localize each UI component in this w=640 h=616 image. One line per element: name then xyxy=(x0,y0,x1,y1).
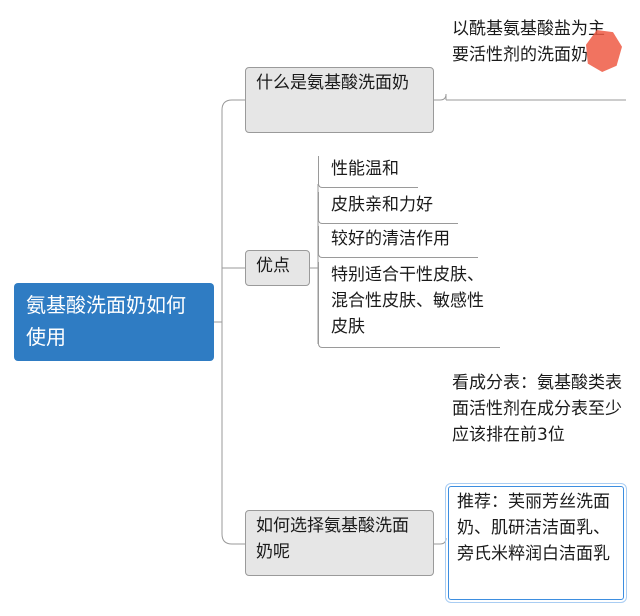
branch-label: 什么是氨基酸洗面奶 xyxy=(256,73,409,93)
branch-advantages[interactable]: 优点 xyxy=(245,250,310,286)
leaf-skin-affinity[interactable]: 皮肤亲和力好 xyxy=(318,192,458,224)
leaf-ingredients[interactable]: 看成分表：氨基酸类表面活性剂在成分表至少应该排在前3位 xyxy=(452,370,622,448)
leaf-label: 看成分表：氨基酸类表面活性剂在成分表至少应该排在前3位 xyxy=(452,373,622,445)
leaf-cleaning[interactable]: 较好的清洁作用 xyxy=(318,226,478,258)
branch-label: 优点 xyxy=(256,256,290,276)
leaf-definition[interactable]: 以酰基氨基酸盐为主要活性剂的洗面奶 xyxy=(452,16,620,68)
marker-hexagon xyxy=(586,30,622,72)
branch-how-to-choose[interactable]: 如何选择氨基酸洗面奶呢 xyxy=(245,510,434,576)
leaf-label: 推荐：芙丽芳丝洗面奶、肌研洁洁面乳、旁氏米粹润白洁面乳 xyxy=(457,492,610,564)
root-node[interactable]: 氨基酸洗面奶如何使用 xyxy=(14,283,214,361)
branch-label: 如何选择氨基酸洗面奶呢 xyxy=(256,516,409,562)
leaf-label: 性能温和 xyxy=(331,159,399,179)
leaf-skin-types[interactable]: 特别适合干性皮肤、混合性皮肤、敏感性皮肤 xyxy=(318,262,500,348)
branch-what-is[interactable]: 什么是氨基酸洗面奶 xyxy=(245,67,434,133)
leaf-label: 以酰基氨基酸盐为主要活性剂的洗面奶 xyxy=(452,19,605,65)
root-label: 氨基酸洗面奶如何使用 xyxy=(26,293,186,349)
leaf-mild[interactable]: 性能温和 xyxy=(318,156,418,188)
leaf-label: 皮肤亲和力好 xyxy=(331,195,433,215)
leaf-recommendation[interactable]: 推荐：芙丽芳丝洗面奶、肌研洁洁面乳、旁氏米粹润白洁面乳 xyxy=(445,483,627,603)
leaf-label: 特别适合干性皮肤、混合性皮肤、敏感性皮肤 xyxy=(331,265,484,337)
leaf-label: 较好的清洁作用 xyxy=(331,229,450,249)
